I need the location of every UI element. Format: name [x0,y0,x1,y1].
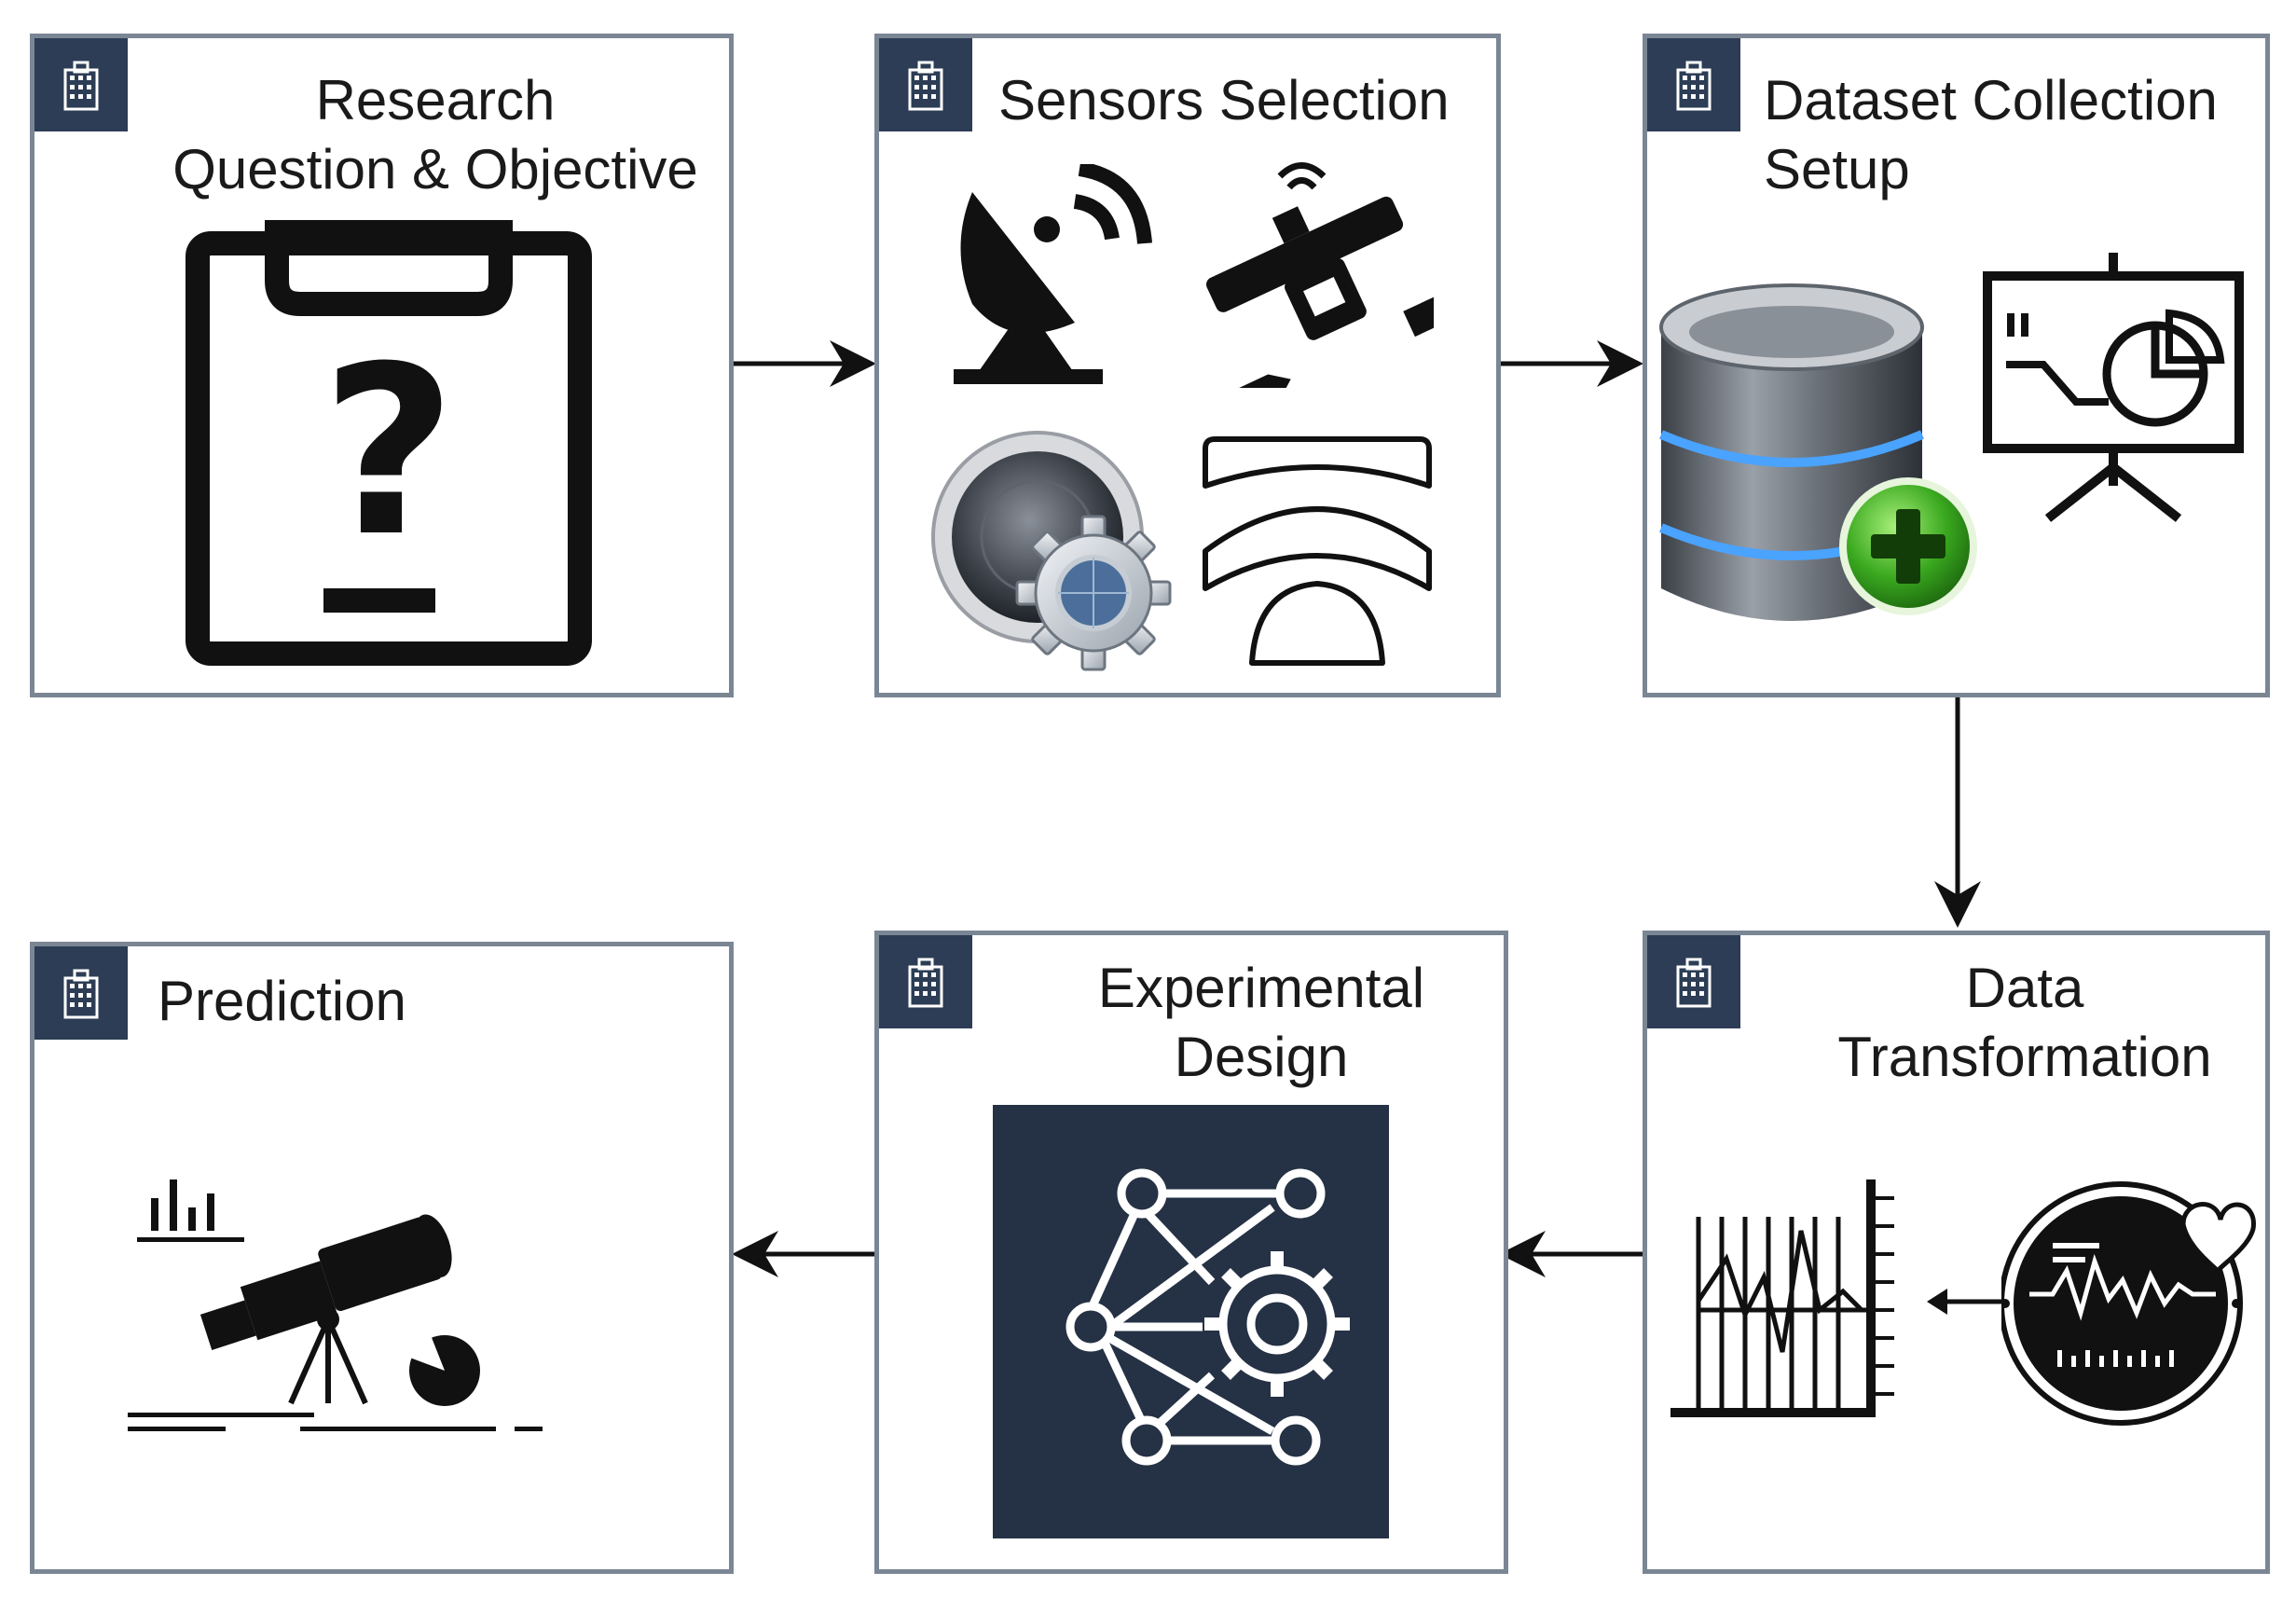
ruler-chart-icon [1670,1179,1894,1417]
step-title: Prediction [158,970,406,1032]
step-box-experimental: Experimental Design [874,931,1508,1574]
inner-arrow-icon [1927,1289,2001,1315]
heart-monitor-icon [2001,1181,2256,1426]
step-title: Dataset Collection Setup [1764,69,2218,200]
building-icon [1647,935,1740,1028]
step-box-research: Research Question & Objective ? [30,34,734,697]
satellite-icon [1206,162,1434,388]
step-box-sensors: Sensors Selection [874,34,1501,697]
satellite-dish-icon [954,164,1152,384]
step-title: Experimental Design [1097,957,1425,1088]
building-icon [34,38,128,131]
step-title: Data Transformation [1837,957,2212,1088]
step-box-transformation: Data Transformation [1643,931,2270,1574]
telescope-icon [128,1179,543,1431]
gear-lens-icon [931,431,1172,671]
step-box-prediction: Prediction [30,942,734,1574]
building-icon [879,935,972,1028]
signal-arc-icon [1203,436,1432,666]
database-add-icon [1659,283,1977,621]
network-gear-icon [993,1105,1389,1538]
building-icon [1647,38,1740,131]
clipboard-question-icon: ? [186,220,592,666]
building-icon [34,946,128,1040]
svg-text:?: ? [321,316,456,587]
building-icon [879,38,972,131]
presentation-chart-icon [1983,253,2244,522]
step-title: Research Question & Objective [172,69,698,200]
step-title: Sensors Selection [998,69,1450,131]
step-box-dataset: Dataset Collection Setup [1643,34,2270,697]
